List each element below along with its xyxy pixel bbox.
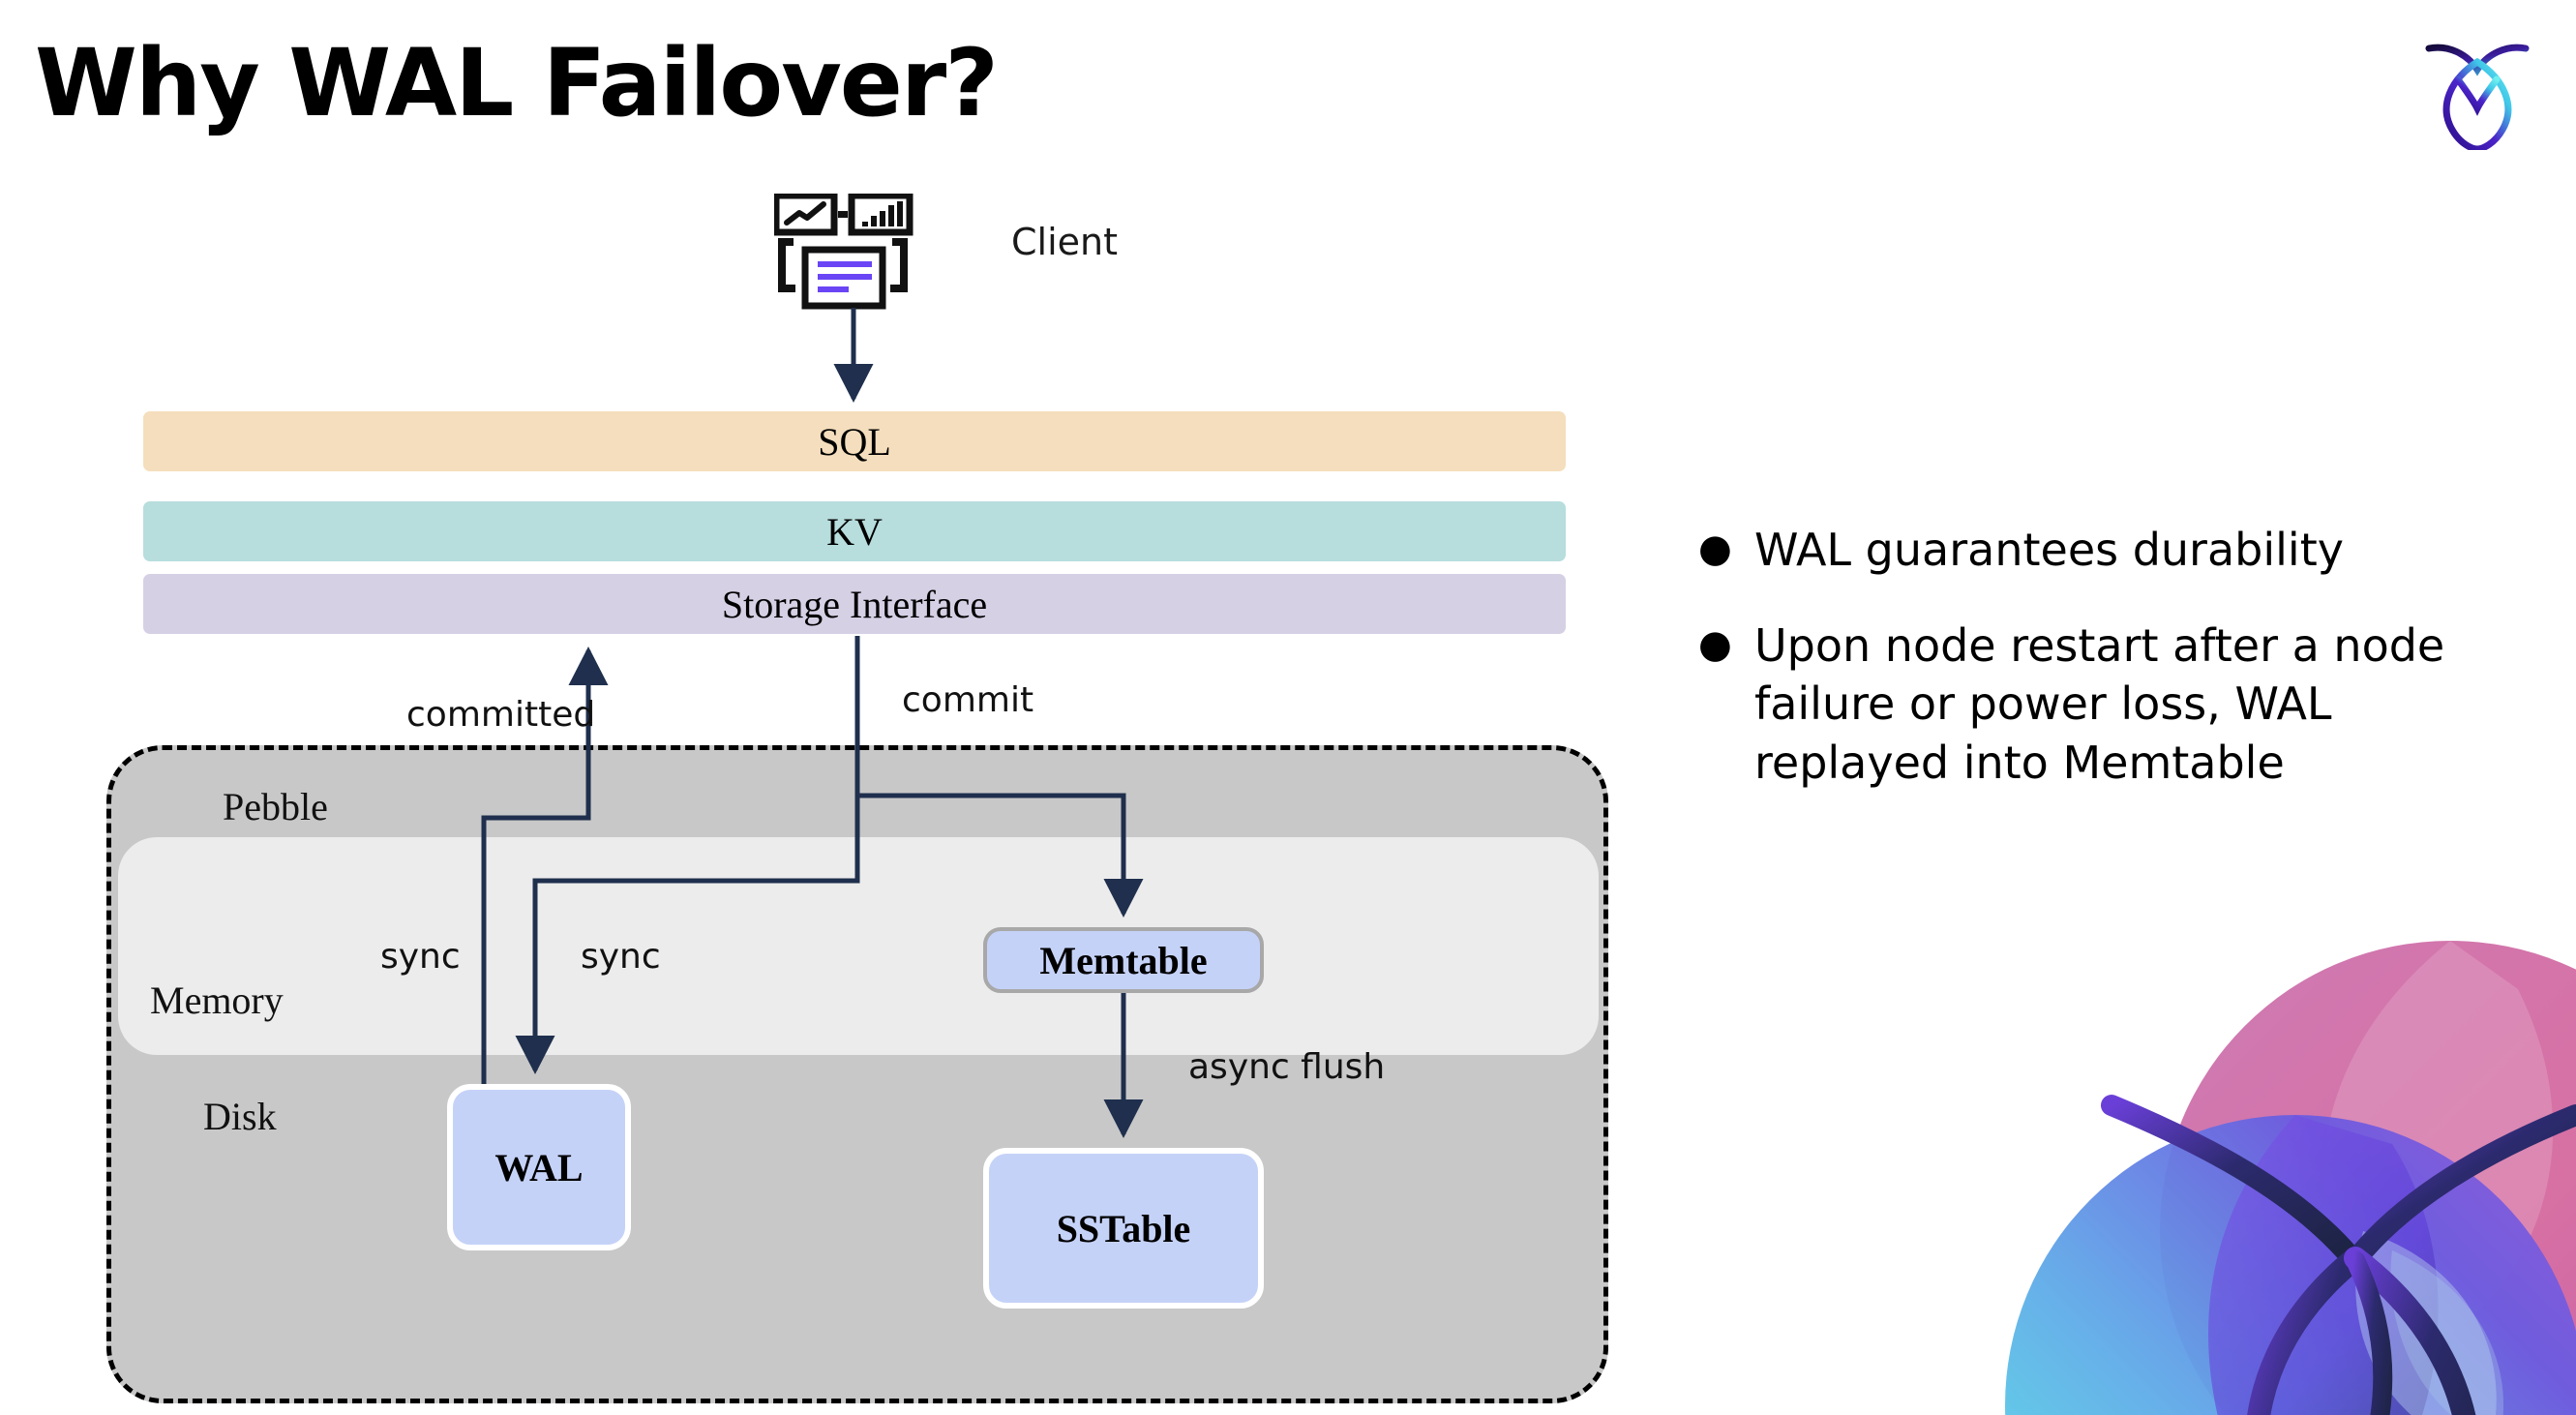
page-title: Why WAL Failover?	[35, 29, 999, 137]
layer-label-kv: KV	[826, 509, 883, 554]
memory-band	[118, 837, 1599, 1055]
disk-label: Disk	[203, 1095, 277, 1138]
cockroach-logo-icon	[2425, 44, 2530, 150]
memory-label: Memory	[150, 978, 284, 1022]
layer-bar-sql: SQL	[143, 411, 1566, 471]
edge-label-sync-committed: sync	[380, 937, 461, 977]
bullet-list: ● WAL guarantees durability ● Upon node …	[1698, 521, 2531, 829]
layer-bar-storage-interface: Storage Interface	[143, 574, 1566, 634]
bullet-text: WAL guarantees durability	[1754, 524, 2344, 576]
entity-box-memtable: Memtable	[983, 927, 1264, 993]
bullet-marker-icon: ●	[1698, 527, 1732, 571]
architecture-diagram: Client Pebble Memory Disk SQL KV Storage…	[106, 194, 1608, 1403]
edge-label-commit: commit	[902, 680, 1034, 720]
edge-label-async-flush: async flush	[1188, 1047, 1386, 1087]
edge-label-sync-commit: sync	[581, 937, 661, 977]
pebble-label: Pebble	[223, 785, 328, 828]
edge-label-committed: committed	[406, 695, 596, 735]
layer-label-storage-interface: Storage Interface	[721, 582, 988, 626]
list-item: ● Upon node restart after a node failure…	[1698, 617, 2531, 793]
client-dashboard-icon	[774, 194, 914, 310]
client-label: Client	[1011, 221, 1119, 263]
entity-box-sstable: SSTable	[983, 1148, 1264, 1309]
layer-label-sql: SQL	[818, 419, 891, 464]
bullet-marker-icon: ●	[1698, 621, 1732, 667]
cockroachdb-circles-artwork	[2005, 941, 2576, 1415]
entity-label-memtable: Memtable	[1039, 938, 1208, 982]
list-item: ● WAL guarantees durability	[1698, 521, 2531, 580]
layer-bar-kv: KV	[143, 501, 1566, 561]
entity-label-wal: WAL	[494, 1145, 584, 1189]
entity-label-sstable: SSTable	[1056, 1206, 1191, 1250]
entity-box-wal: WAL	[447, 1084, 631, 1250]
bullet-text: Upon node restart after a node failure o…	[1754, 618, 2445, 790]
